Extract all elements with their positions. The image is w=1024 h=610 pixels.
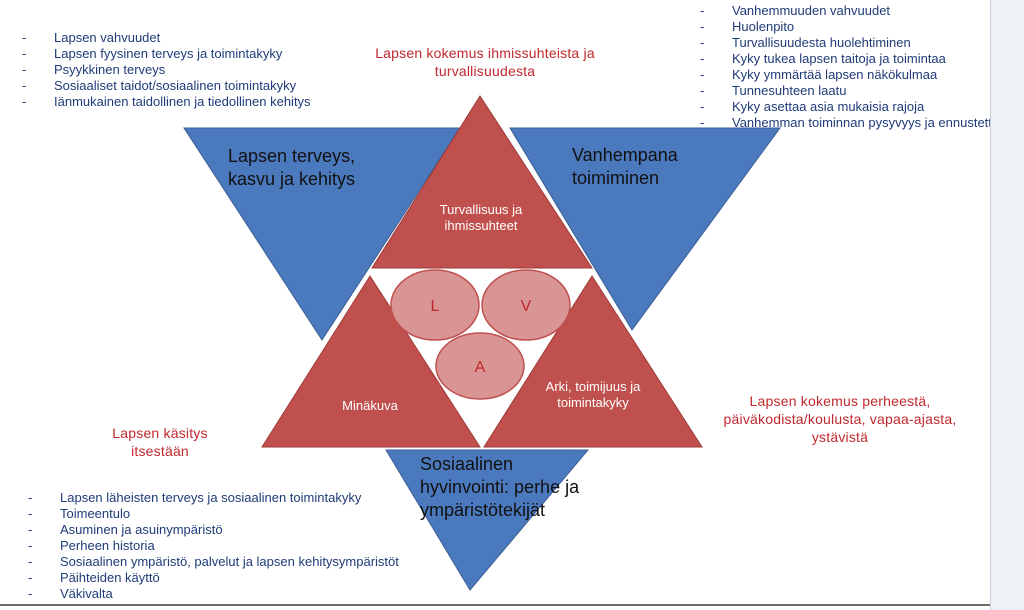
label-self-concept: Lapsen käsitys itsestään: [112, 425, 208, 459]
red-triangle-top: [371, 95, 593, 269]
circle-letter-a: A: [475, 359, 486, 376]
list-item: Vanhemmuuden vahvuudet: [700, 3, 1024, 19]
list-item: Vanhemman toiminnan pysyvyys ja ennustet…: [700, 115, 1024, 131]
red-right-text: Arki, toimijuus ja toimintakyky: [545, 379, 641, 410]
circle-letter-v: V: [521, 298, 532, 315]
bottom-divider: [0, 604, 990, 606]
list-item: Lapsen läheisten terveys ja sosiaalinen …: [28, 490, 399, 506]
list-item: Huolenpito: [700, 19, 1024, 35]
blue-triangle-right: [509, 127, 781, 331]
list-item: Asuminen ja asuinympäristö: [28, 522, 399, 538]
list-item: Lapsen fyysinen terveys ja toimintakyky: [22, 46, 311, 62]
blue-bottom-text: Sosiaalinen hyvinvointi: perhe ja ympäri…: [420, 454, 580, 520]
list-parenting: Vanhemmuuden vahvuudetHuolenpitoTurvalli…: [700, 3, 1024, 131]
list-item: Kyky tukea lapsen taitoja ja toimintaa: [700, 51, 1024, 67]
list-item: Väkivalta: [28, 586, 399, 602]
list-item: Sosiaalinen ympäristö, palvelut ja lapse…: [28, 554, 399, 570]
circle-a: [435, 332, 525, 400]
red-triangle-left: [261, 275, 481, 448]
label-relationships-experience: Lapsen kokemus ihmissuhteista ja turvall…: [375, 45, 595, 79]
list-item: Sosiaaliset taidot/sosiaalinen toimintak…: [22, 78, 311, 94]
red-triangle-right: [483, 275, 703, 448]
circle-v: [481, 269, 571, 341]
list-item: Perheen historia: [28, 538, 399, 554]
list-item: Lapsen vahvuudet: [22, 30, 311, 46]
list-item: Päihteiden käyttö: [28, 570, 399, 586]
list-social-wellbeing: Lapsen läheisten terveys ja sosiaalinen …: [28, 490, 399, 602]
blue-right-text: Vanhempana toimiminen: [572, 145, 678, 188]
list-item: Tunnesuhteen laatu: [700, 83, 1024, 99]
label-family-experience: Lapsen kokemus perheestä, päiväkodista/k…: [723, 393, 957, 445]
window-right-edge: [990, 0, 1024, 610]
blue-triangle-left: [183, 127, 461, 341]
red-left-text: Minäkuva: [342, 398, 398, 413]
circle-letter-l: L: [431, 298, 440, 315]
list-item: Psyykkinen terveys: [22, 62, 311, 78]
red-top-text: Turvallisuus ja ihmissuhteet: [439, 202, 523, 233]
circle-l: [390, 269, 480, 341]
list-item: Iänmukainen taidollinen ja tiedollinen k…: [22, 94, 311, 110]
blue-triangle-bottom: [385, 449, 590, 591]
blue-left-text: Lapsen terveys, kasvu ja kehitys: [228, 146, 356, 189]
list-item: Turvallisuudesta huolehtiminen: [700, 35, 1024, 51]
list-item: Kyky asettaa asia mukaisia rajoja: [700, 99, 1024, 115]
list-item: Kyky ymmärtää lapsen näkökulmaa: [700, 67, 1024, 83]
list-child-health: Lapsen vahvuudetLapsen fyysinen terveys …: [22, 30, 311, 110]
list-item: Toimeentulo: [28, 506, 399, 522]
